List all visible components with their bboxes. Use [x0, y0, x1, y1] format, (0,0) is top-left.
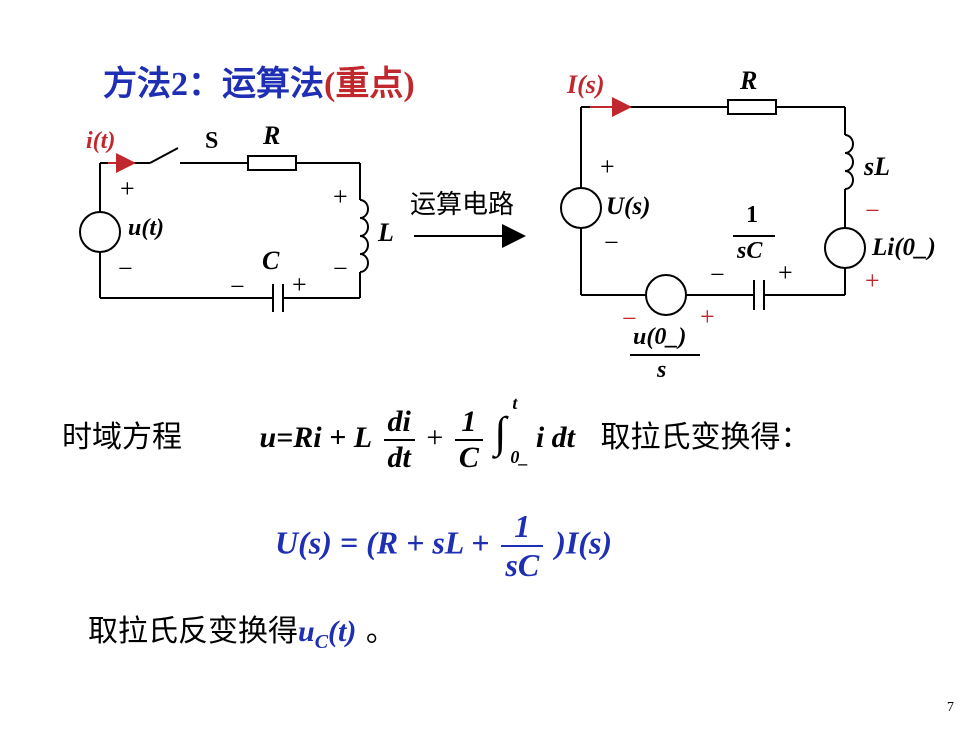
integrand: i dt — [535, 420, 575, 454]
integral-sign: ∫ — [494, 407, 507, 457]
integral-upper: t — [512, 392, 518, 413]
right-cap-plus: + — [778, 258, 793, 287]
conclusion-text: 取拉氏反变换得 — [88, 614, 298, 649]
switch-label: S — [205, 128, 219, 154]
equation-suffix: 取拉氏变换得： — [600, 419, 811, 455]
left-capacitor-minus: − — [230, 272, 245, 301]
left-inductor-plus: + — [333, 182, 348, 211]
right-source-minus: − — [604, 228, 619, 257]
left-circuit — [79, 147, 369, 312]
left-current-label: i(t) — [86, 128, 116, 154]
right-cap-minus: − — [710, 260, 725, 289]
derivative-den: dt — [387, 441, 411, 474]
left-resistor-label: R — [263, 121, 281, 150]
s-equation-den: sC — [505, 547, 540, 583]
equation-lhs: u=Ri + L — [259, 420, 373, 454]
right-li-minus: − — [865, 196, 880, 225]
slide-title: 方法2：运算法(重点) — [103, 56, 415, 105]
integral-group: ∫ t 0_ — [494, 393, 528, 467]
right-inductor — [844, 134, 854, 190]
left-capacitor-plus: + — [292, 270, 307, 299]
right-u0-plus: + — [700, 302, 715, 331]
right-source-label: U(s) — [606, 193, 651, 220]
right-u0-source — [645, 274, 687, 316]
s-equation-num: 1 — [501, 508, 544, 547]
left-capacitor-label: C — [262, 246, 280, 275]
right-resistor — [727, 99, 777, 115]
transform-arrow-label: 运算电路 — [410, 190, 515, 220]
conclusion-sub: C — [314, 631, 329, 653]
left-source-plus: + — [120, 174, 135, 203]
conclusion-arg: (t) — [328, 615, 357, 648]
page-number: 7 — [947, 700, 954, 715]
title-prefix: 方法2：运算法 — [103, 66, 324, 103]
left-source-label: u(t) — [128, 215, 164, 241]
derivative-fraction: di dt — [383, 405, 415, 475]
right-u0-num: u(0_) — [633, 324, 687, 350]
right-inductor-label: sL — [864, 152, 890, 181]
left-source-minus: − — [118, 254, 133, 283]
capacitance-num: 1 — [454, 405, 483, 441]
title-emphasis: (重点) — [324, 66, 415, 103]
right-cap-den: sC — [737, 238, 763, 264]
left-inductor-minus: − — [333, 254, 348, 283]
left-voltage-source — [79, 211, 121, 253]
right-cap-num: 1 — [746, 202, 758, 228]
left-resistor — [247, 155, 297, 171]
right-source-plus: + — [600, 152, 615, 181]
equation-plus: + — [426, 420, 444, 454]
right-li-source — [824, 227, 866, 269]
switch-blade — [149, 147, 179, 164]
equation-label: 时域方程 — [62, 419, 182, 455]
left-inductor-label: L — [378, 218, 394, 247]
s-equation-fraction: 1 sC — [501, 508, 544, 584]
conclusion-line: 取拉氏反变换得uC(t) 。 — [88, 606, 396, 654]
derivative-num: di — [383, 405, 415, 441]
left-inductor — [359, 199, 369, 273]
right-current-label: I(s) — [567, 70, 605, 99]
right-circuit — [560, 99, 866, 316]
integral-lower: 0_ — [510, 446, 529, 467]
right-voltage-source — [560, 187, 602, 229]
capacitance-fraction: 1 C — [454, 405, 483, 475]
s-domain-equation: U(s) = (R + sL + 1 sC )I(s) — [275, 508, 612, 584]
right-u0-den: s — [657, 357, 667, 383]
right-resistor-label: R — [740, 66, 758, 95]
right-li-plus: + — [865, 266, 880, 295]
conclusion-var: u — [298, 615, 315, 648]
right-u0-minus: − — [622, 304, 637, 333]
conclusion-end: 。 — [356, 614, 396, 649]
capacitance-den: C — [458, 441, 479, 474]
s-equation-rhs: )I(s) — [555, 524, 613, 561]
right-li-label: Li(0_) — [872, 234, 936, 261]
time-domain-equation: 时域方程 u=Ri + L di dt + 1 C ∫ t 0_ i dt 取拉… — [62, 393, 811, 475]
s-equation-lhs: U(s) = (R + sL + — [275, 524, 490, 561]
